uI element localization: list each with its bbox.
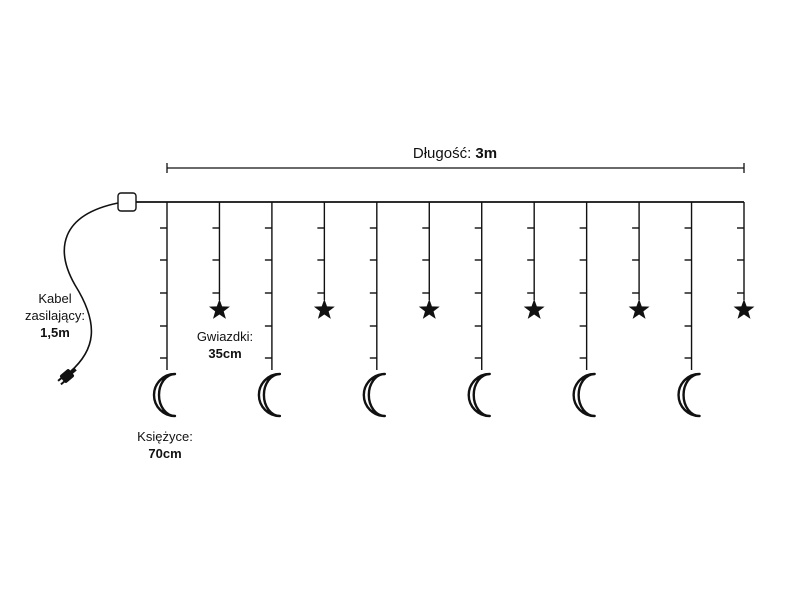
light-strands <box>152 202 755 418</box>
stars-value: 35cm <box>208 346 242 361</box>
star-strand <box>628 202 650 319</box>
moon-icon <box>257 372 282 418</box>
star-strand <box>208 202 230 319</box>
moons-text: Księżyce: <box>137 429 193 444</box>
cable-text-line1: Kabel <box>38 291 72 306</box>
cable-value: 1,5m <box>40 325 70 340</box>
star-icon <box>523 299 545 319</box>
star-strand <box>523 202 545 319</box>
stars-text: Gwiazdki: <box>196 329 254 344</box>
controller-box-icon <box>117 192 137 212</box>
moon-icon <box>152 372 177 418</box>
moon-strand <box>572 202 596 418</box>
cable-text-line2: zasilający: <box>25 308 85 323</box>
power-cable <box>63 202 119 373</box>
moon-icon <box>572 372 596 418</box>
star-strand <box>733 202 755 319</box>
stars-label: Gwiazdki: 35cm <box>180 328 270 362</box>
moon-strand <box>677 202 701 418</box>
star-icon <box>418 299 440 319</box>
moons-label: Księżyce: 70cm <box>120 428 210 462</box>
star-strand <box>418 202 440 319</box>
length-text: Długość: <box>412 145 472 162</box>
length-dimension-line <box>166 163 745 173</box>
star-icon <box>208 299 230 319</box>
cable-label: Kabel zasilający: 1,5m <box>10 290 100 341</box>
moon-icon <box>467 372 491 418</box>
moon-strand <box>257 202 282 418</box>
plug-icon <box>57 367 77 386</box>
star-strand <box>313 202 335 319</box>
star-icon <box>733 299 755 319</box>
star-icon <box>628 299 650 319</box>
moons-value: 70cm <box>148 446 182 461</box>
moon-strand <box>362 202 387 418</box>
moon-icon <box>362 372 387 418</box>
moon-strand <box>467 202 491 418</box>
length-label: Długość: 3m <box>330 145 580 162</box>
moon-icon <box>677 372 701 418</box>
length-value: 3m <box>475 145 498 162</box>
star-icon <box>313 299 335 319</box>
moon-strand <box>152 202 177 418</box>
